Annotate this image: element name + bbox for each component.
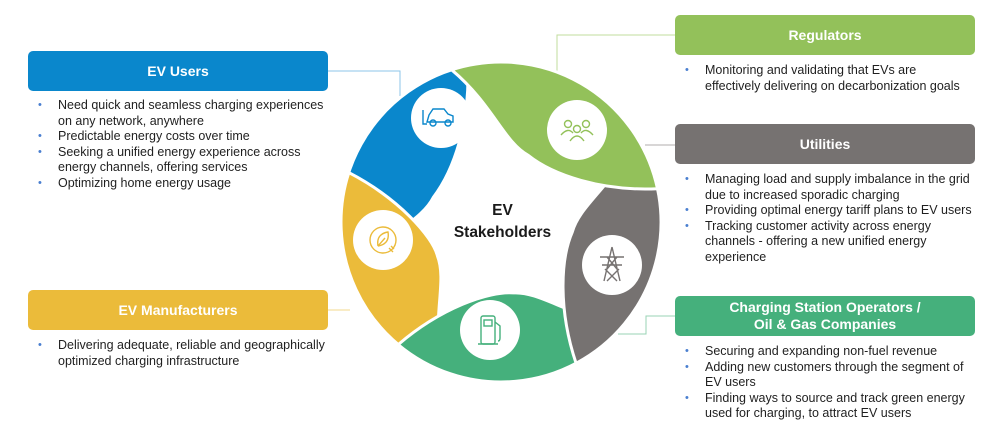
fuel-pump-icon — [460, 300, 520, 360]
ev-users-title: EV Users — [147, 62, 209, 79]
leaf-plug-icon — [353, 210, 413, 270]
manufacturers-title: EV Manufacturers — [118, 301, 238, 318]
list-item: Predictable energy costs over time — [28, 129, 328, 145]
list-item: Adding new customers through the segment… — [675, 360, 975, 391]
list-item: Providing optimal energy tariff plans to… — [675, 203, 975, 219]
ev-users-header: EV Users — [28, 51, 328, 91]
connector-charging — [618, 315, 675, 335]
manufacturers-header: EV Manufacturers — [28, 290, 328, 330]
regulators-header: Regulators — [675, 15, 975, 55]
list-item: Finding ways to source and track green e… — [675, 391, 975, 422]
list-item: Tracking customer activity across energy… — [675, 219, 975, 266]
list-item: Securing and expanding non-fuel revenue — [675, 344, 975, 360]
list-item: Managing load and supply imbalance in th… — [675, 172, 975, 203]
center-title-line1: EV — [492, 202, 513, 219]
charging-header: Charging Station Operators / Oil & Gas C… — [675, 296, 975, 336]
manufacturers-list: Delivering adequate, reliable and geogra… — [28, 338, 328, 369]
charging-title-line2: Oil & Gas Companies — [753, 316, 897, 332]
utilities-title: Utilities — [799, 135, 851, 152]
regulators-list: Monitoring and validating that EVs are e… — [675, 63, 975, 94]
charging-list: Securing and expanding non-fuel revenue … — [675, 344, 975, 422]
power-tower-icon — [582, 235, 642, 295]
list-item: Optimizing home energy usage — [28, 176, 328, 192]
utilities-header: Utilities — [675, 124, 975, 164]
ev-users-list: Need quick and seamless charging experie… — [28, 98, 328, 191]
list-item: Delivering adequate, reliable and geogra… — [28, 338, 328, 369]
utilities-list: Managing load and supply imbalance in th… — [675, 172, 975, 265]
center-title-line2: Stakeholders — [453, 224, 552, 241]
center-title: EV Stakeholders — [440, 200, 565, 244]
list-item: Need quick and seamless charging experie… — [28, 98, 328, 129]
connector-regulators — [556, 34, 675, 80]
list-item: Seeking a unified energy experience acro… — [28, 145, 328, 176]
people-group-icon — [547, 100, 607, 160]
list-item: Monitoring and validating that EVs are e… — [675, 63, 975, 94]
charging-title-line1: Charging Station Operators / — [729, 299, 921, 315]
regulators-title: Regulators — [788, 26, 862, 43]
ev-car-charging-icon — [411, 88, 471, 148]
connector-ev-users — [328, 70, 401, 96]
